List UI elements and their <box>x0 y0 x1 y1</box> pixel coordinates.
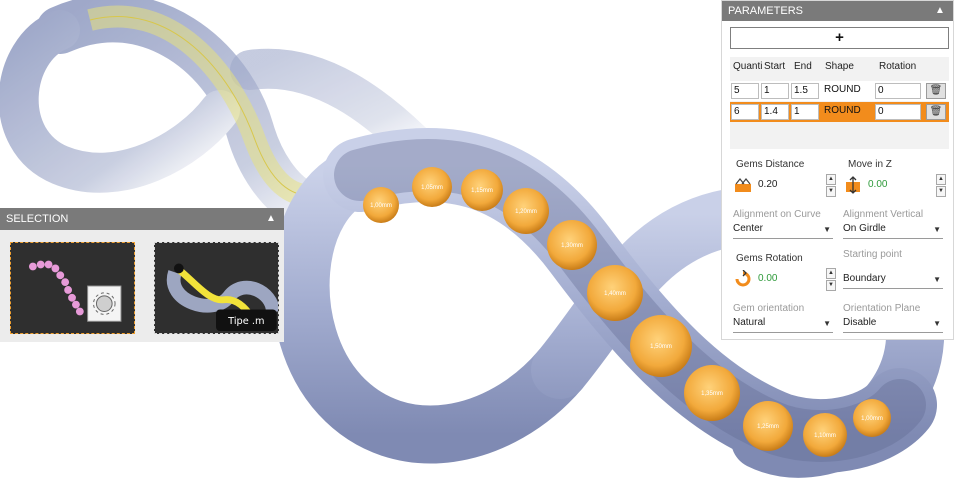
gem-label: 1,20mm <box>515 209 537 215</box>
chevron-down-icon: ▼ <box>823 319 831 328</box>
spin-up-icon[interactable]: ▲ <box>826 174 836 185</box>
spin-up-icon[interactable]: ▲ <box>936 174 946 185</box>
end-input[interactable]: 1.5 <box>791 83 819 99</box>
parameters-panel-header[interactable]: PARAMETERS ▲ <box>722 1 953 21</box>
gem-11[interactable]: 1,00mm <box>853 399 891 437</box>
gems-distance-spinner[interactable]: ▲ ▼ <box>826 174 836 198</box>
column-header-end: End <box>794 61 812 72</box>
gem-label: 1,35mm <box>701 391 723 397</box>
alignment-vertical-value: On Girdle <box>843 223 886 234</box>
chevron-up-icon[interactable]: ▲ <box>266 213 276 224</box>
gems-distance-value[interactable]: 0.20 <box>758 179 778 190</box>
gem-6[interactable]: 1,40mm <box>587 265 643 321</box>
trash-icon[interactable]: 🗑 <box>926 104 946 120</box>
thumbnail-overlay-text: Tipe .m <box>227 316 264 327</box>
alignment-on-curve-select[interactable]: Center ▼ <box>733 223 833 239</box>
gem-label: 1,00mm <box>861 416 883 422</box>
alignment-on-curve-value: Center <box>733 223 764 234</box>
parameters-panel: PARAMETERS ▲ + Quanti Start End Shape Ro… <box>721 0 954 340</box>
orientation-plane-value: Disable <box>843 317 877 328</box>
gems-rotation-value[interactable]: 0.00 <box>758 273 778 284</box>
gem-1[interactable]: 1,00mm <box>363 187 399 223</box>
starting-point-value: Boundary <box>843 273 886 284</box>
chevron-down-icon: ▼ <box>933 319 941 328</box>
pearl-chain-icon <box>28 260 84 316</box>
quantity-input[interactable]: 5 <box>731 83 759 99</box>
spin-down-icon[interactable]: ▼ <box>936 186 946 197</box>
gem-orientation-select[interactable]: Natural ▼ <box>733 317 833 333</box>
column-header-start: Start <box>764 61 786 72</box>
move-in-z-field[interactable]: 0.00 ▲ ▼ <box>844 174 946 198</box>
gem-label: 1,05mm <box>421 185 443 191</box>
column-header-quantity: Quanti <box>733 61 763 72</box>
chevron-down-icon: ▼ <box>933 275 941 284</box>
gem-5[interactable]: 1,30mm <box>547 220 597 270</box>
gem-groups-table: Quanti Start End Shape Rotation 5 1 1.5 … <box>730 57 949 149</box>
table-row-selected[interactable]: 6 1.4 1 ROUND 0 🗑 <box>730 102 949 122</box>
gem-10[interactable]: 1,10mm <box>803 413 847 457</box>
rotation-input[interactable]: 0 <box>875 83 921 99</box>
orientation-plane-select[interactable]: Disable ▼ <box>843 317 943 333</box>
spin-up-icon[interactable]: ▲ <box>826 268 836 279</box>
gem-label: 1,50mm <box>650 344 672 350</box>
gems-rotation-field[interactable]: 0.00 ▲ ▼ <box>734 268 836 292</box>
shape-select[interactable]: ROUND <box>824 84 861 95</box>
gem-7[interactable]: 1,50mm <box>630 315 692 377</box>
end-input[interactable]: 1 <box>791 104 819 120</box>
gems-distance-icon <box>735 178 751 192</box>
alignment-vertical-select[interactable]: On Girdle ▼ <box>843 223 943 239</box>
alignment-vertical-label: Alignment Vertical <box>843 209 924 220</box>
spin-down-icon[interactable]: ▼ <box>826 280 836 291</box>
gems-distance-label: Gems Distance <box>736 159 805 170</box>
pearl-chain-thumbnail[interactable] <box>10 242 135 334</box>
move-in-z-label: Move in Z <box>848 159 892 170</box>
gems-rotation-spinner[interactable]: ▲ ▼ <box>826 268 836 292</box>
quantity-input[interactable]: 6 <box>731 104 759 120</box>
starting-point-select[interactable]: Boundary ▼ <box>843 273 943 289</box>
move-in-z-value[interactable]: 0.00 <box>868 179 888 190</box>
trash-icon[interactable]: 🗑 <box>926 83 946 99</box>
shape-select[interactable]: ROUND <box>824 105 861 116</box>
add-row-button[interactable]: + <box>730 27 949 49</box>
gem-orientation-value: Natural <box>733 317 766 328</box>
move-in-z-spinner[interactable]: ▲ ▼ <box>936 174 946 198</box>
gem-label: 1,40mm <box>604 291 626 297</box>
table-row[interactable]: 5 1 1.5 ROUND 0 🗑 <box>730 81 949 101</box>
table-header: Quanti Start End Shape Rotation <box>730 61 949 75</box>
gem-label: 1,10mm <box>814 433 836 439</box>
gem-label: 1,25mm <box>757 424 779 430</box>
gem-label: 1,30mm <box>561 243 583 249</box>
gem-row: 1,00mm 1,05mm 1,15mm 1,20mm 1,30mm 1,40m… <box>363 167 891 457</box>
alignment-on-curve-label: Alignment on Curve <box>733 209 821 220</box>
gem-8[interactable]: 1,35mm <box>684 365 740 421</box>
spin-down-icon[interactable]: ▼ <box>826 186 836 197</box>
gems-rotation-icon <box>735 270 751 287</box>
orientation-plane-label: Orientation Plane <box>843 303 921 314</box>
gem-label: 1,15mm <box>471 188 493 194</box>
gems-rotation-label: Gems Rotation <box>736 253 803 264</box>
curve-path-thumbnail[interactable]: Tipe .m <box>154 242 279 334</box>
gem-label: 1,00mm <box>370 203 392 209</box>
rotation-input[interactable]: 0 <box>875 104 921 120</box>
starting-point-label: Starting point <box>843 249 902 260</box>
column-header-shape: Shape <box>825 61 854 72</box>
start-input[interactable]: 1.4 <box>761 104 789 120</box>
gem-4[interactable]: 1,20mm <box>503 188 549 234</box>
column-header-rotation: Rotation <box>879 61 917 72</box>
gem-orientation-label: Gem orientation <box>733 303 805 314</box>
start-input[interactable]: 1 <box>761 83 789 99</box>
gem-3[interactable]: 1,15mm <box>461 169 503 211</box>
gems-distance-field[interactable]: 0.20 ▲ ▼ <box>734 174 836 198</box>
selection-panel: SELECTION ▲ <box>0 208 284 342</box>
chevron-down-icon: ▼ <box>823 225 831 234</box>
chevron-up-icon[interactable]: ▲ <box>935 5 945 16</box>
gem-9[interactable]: 1,25mm <box>743 401 793 451</box>
selection-panel-title: SELECTION <box>6 213 69 225</box>
gem-2[interactable]: 1,05mm <box>412 167 452 207</box>
chevron-down-icon: ▼ <box>933 225 941 234</box>
move-in-z-icon <box>846 176 860 194</box>
selection-panel-header[interactable]: SELECTION ▲ <box>0 208 284 230</box>
parameters-panel-title: PARAMETERS <box>728 5 803 17</box>
